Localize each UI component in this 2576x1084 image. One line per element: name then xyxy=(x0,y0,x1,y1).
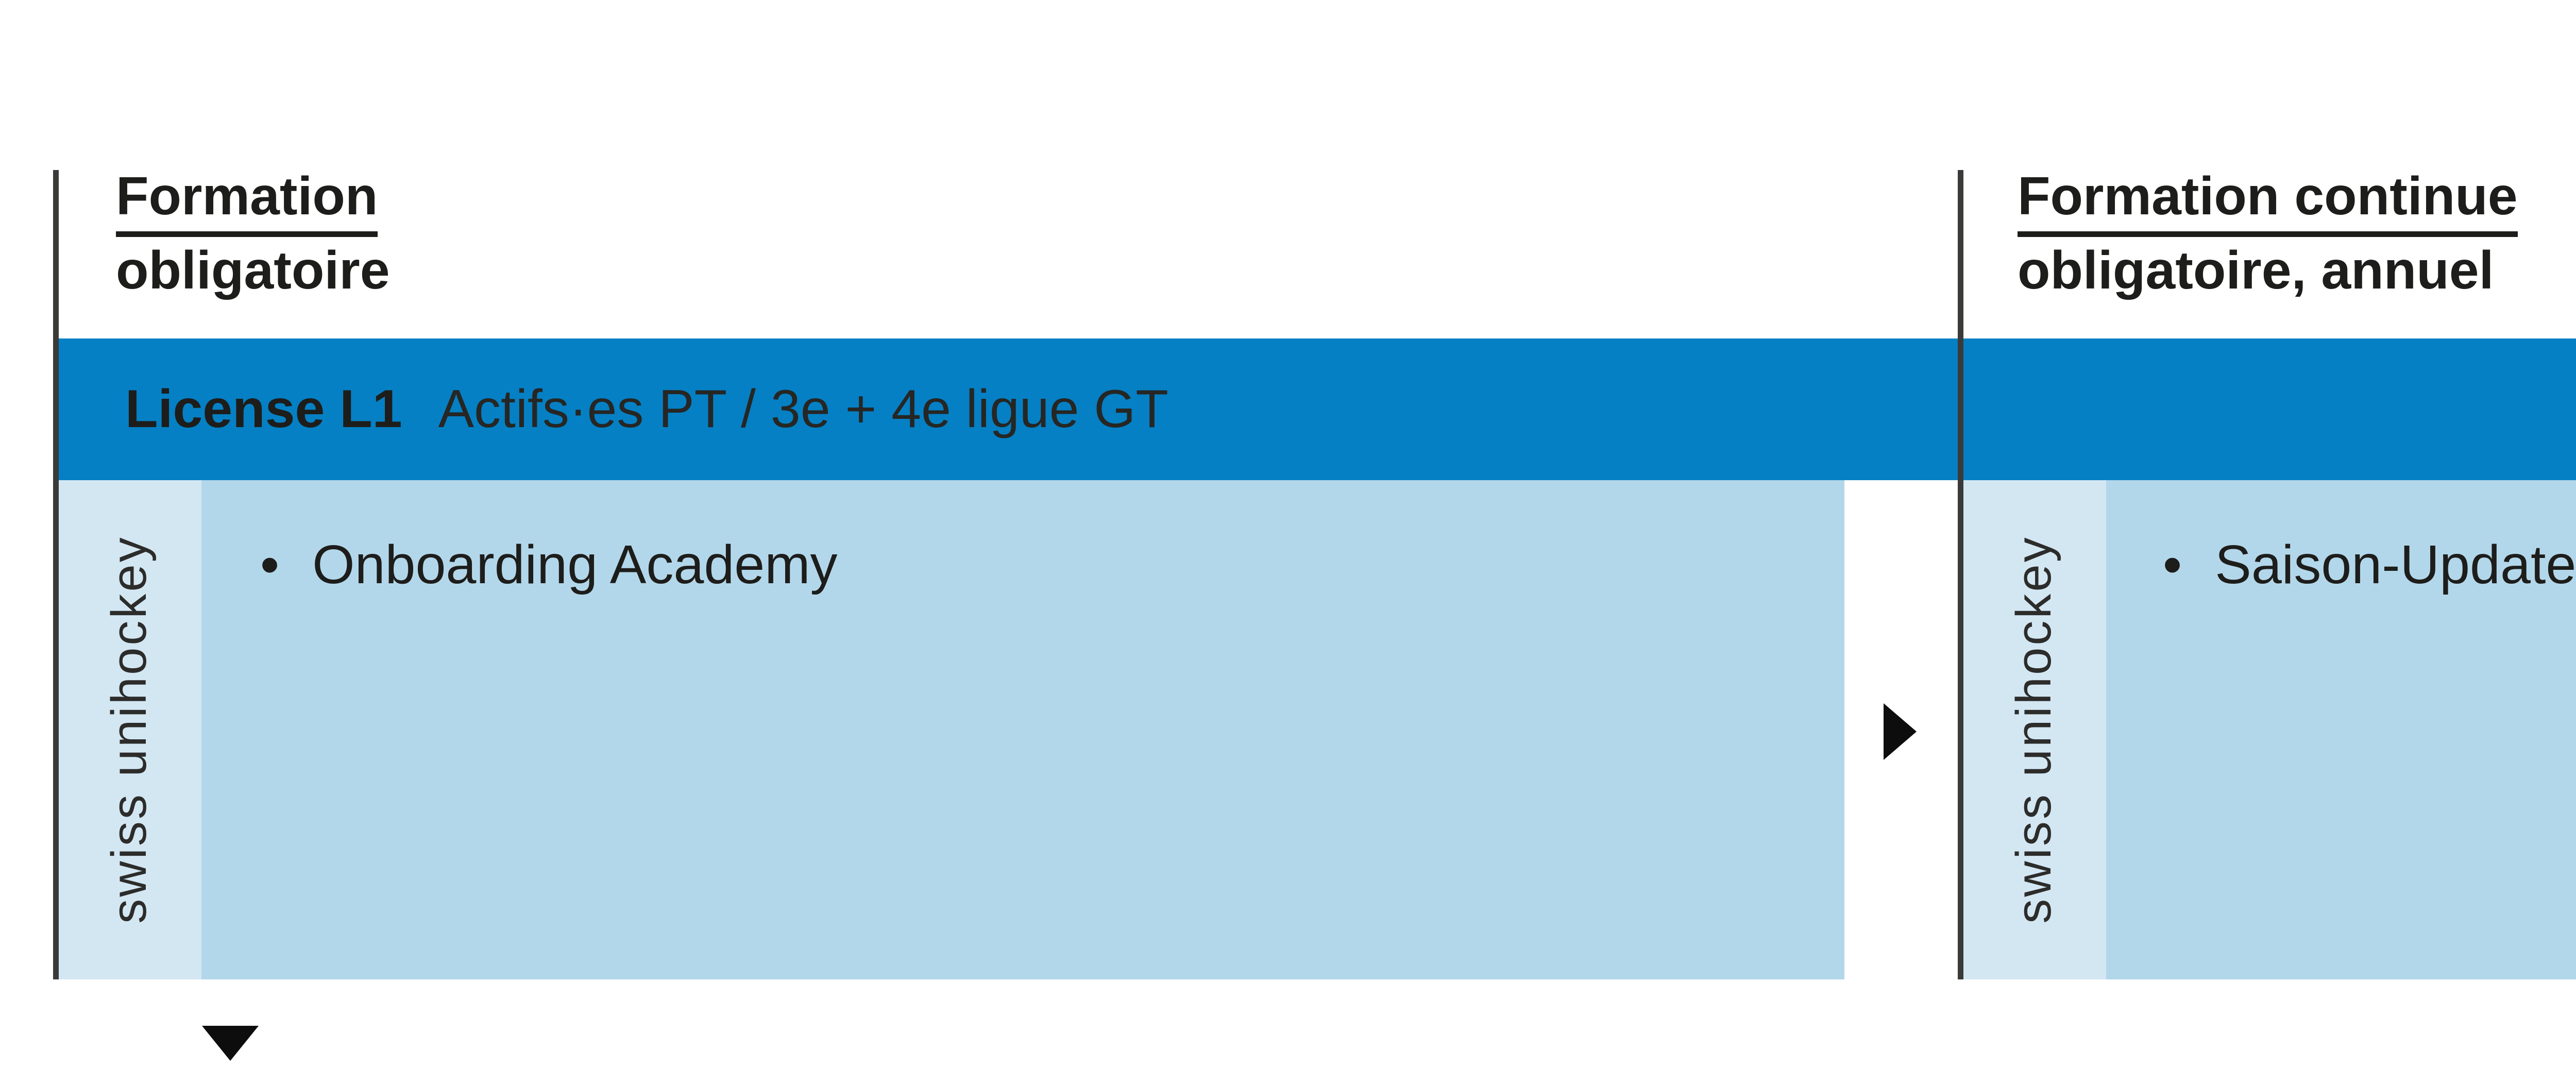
bullet-icon: • xyxy=(2163,534,2182,595)
heading-line1: Formation continue xyxy=(2018,163,2518,237)
license-banner: License L1 Actifs·es PT / 3e + 4e ligue … xyxy=(53,338,2576,480)
list-item: • Saison-Update xyxy=(2163,536,2576,594)
list-item-label: Onboarding Academy xyxy=(312,534,838,595)
heading-formation-continue: Formation continue obligatoire, annuel xyxy=(2018,163,2518,304)
bullet-icon: • xyxy=(260,534,280,595)
heading-line1: Formation xyxy=(116,163,378,237)
right-box-brand-label: swiss unihockey xyxy=(2006,535,2061,924)
license-subtitle: Actifs·es PT / 3e + 4e ligue GT xyxy=(438,379,1168,439)
left-column-rule xyxy=(53,170,59,979)
left-box xyxy=(201,480,1844,979)
list-item: • Onboarding Academy xyxy=(260,536,838,594)
right-box xyxy=(2106,480,2576,979)
license-title: License L1 xyxy=(125,379,402,439)
heading-formation-obligatoire: Formation obligatoire xyxy=(116,163,390,304)
right-box-label-strip xyxy=(1958,480,2106,979)
arrow-right-icon xyxy=(1884,703,1917,760)
arrow-down-icon xyxy=(202,1026,259,1061)
heading-line2: obligatoire, annuel xyxy=(2018,241,2494,300)
left-box-brand-label: swiss unihockey xyxy=(101,535,157,924)
heading-line2: obligatoire xyxy=(116,241,390,300)
list-item-label: Saison-Update xyxy=(2215,534,2576,595)
right-column-rule xyxy=(1958,170,1963,979)
left-box-label-strip xyxy=(53,480,201,979)
